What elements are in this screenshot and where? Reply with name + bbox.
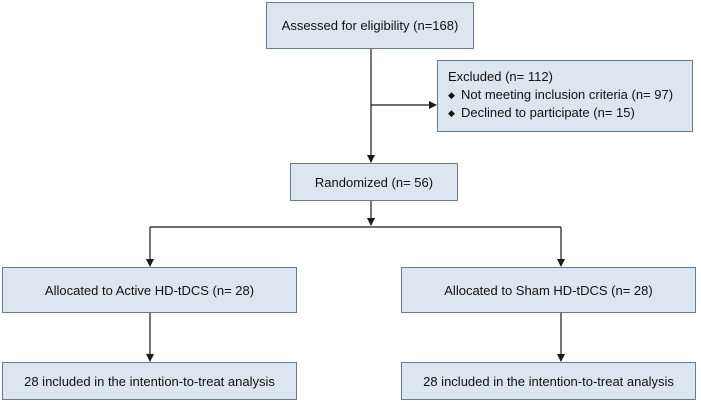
excluded-item-inclusion-label: Not meeting inclusion criteria (n= 97): [461, 87, 674, 102]
diamond-bullet-icon: ◆: [448, 90, 455, 100]
sham-allocation-box: Allocated to Sham HD-tDCS (n= 28): [401, 267, 696, 313]
eligibility-label: Assessed for eligibility (n=168): [281, 18, 459, 33]
active-itt-label: 28 included in the intention-to-treat an…: [24, 373, 275, 389]
sham-allocation-label: Allocated to Sham HD-tDCS (n= 28): [444, 282, 653, 298]
diamond-bullet-icon: ◆: [448, 108, 455, 118]
eligibility-box: Assessed for eligibility (n=168): [266, 2, 474, 49]
excluded-item-declined-label: Declined to participate (n= 15): [461, 105, 635, 120]
active-allocation-box: Allocated to Active HD-tDCS (n= 28): [2, 267, 297, 313]
excluded-item-declined: ◆ Declined to participate (n= 15): [448, 104, 692, 122]
excluded-title: Excluded (n= 112): [448, 69, 553, 84]
excluded-item-inclusion: ◆ Not meeting inclusion criteria (n= 97): [448, 86, 692, 104]
excluded-box: Excluded (n= 112) ◆ Not meeting inclusion…: [437, 60, 693, 132]
randomized-label: Randomized (n= 56): [314, 174, 434, 190]
active-allocation-label: Allocated to Active HD-tDCS (n= 28): [44, 282, 255, 298]
sham-itt-box: 28 included in the intention-to-treat an…: [401, 362, 696, 400]
sham-itt-label: 28 included in the intention-to-treat an…: [423, 373, 674, 389]
active-itt-box: 28 included in the intention-to-treat an…: [2, 362, 297, 400]
randomized-box: Randomized (n= 56): [290, 163, 458, 201]
